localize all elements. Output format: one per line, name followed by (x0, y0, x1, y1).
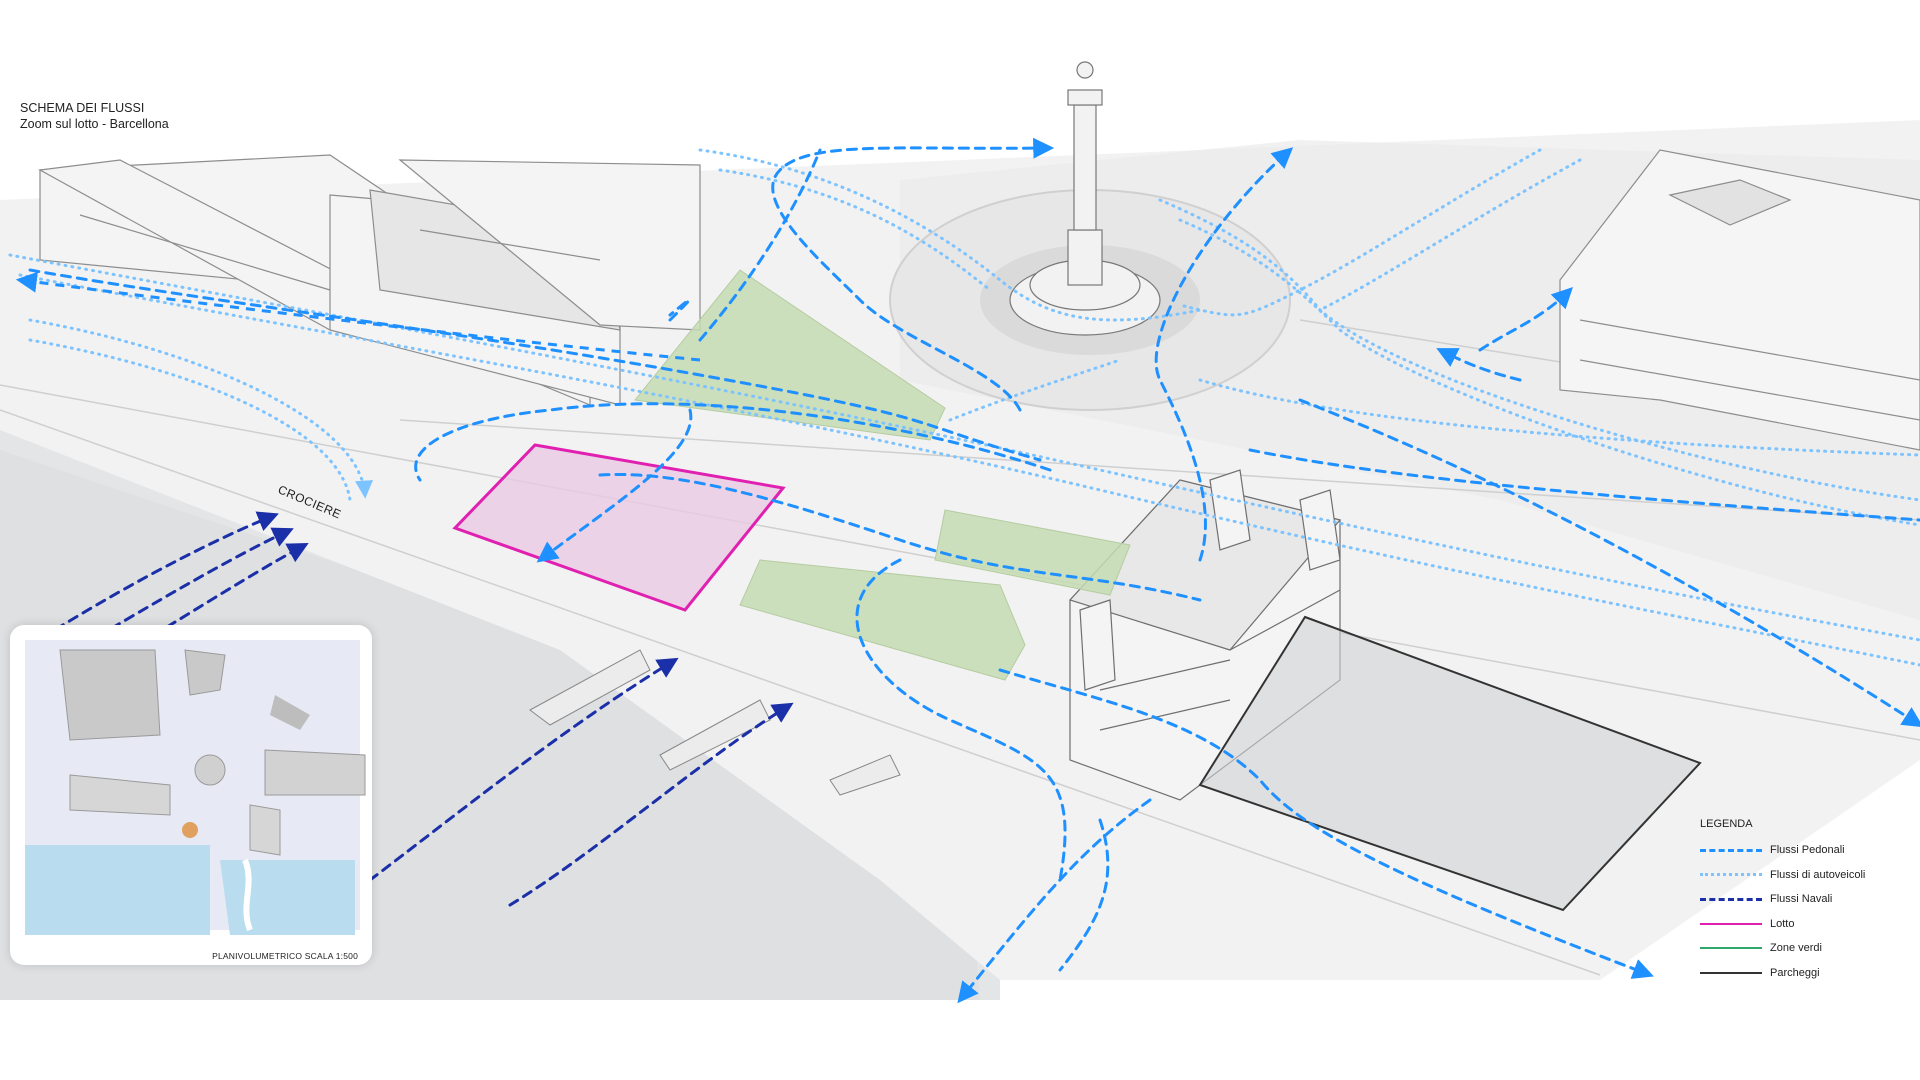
legend-line-green (1700, 947, 1762, 950)
legend-line-pedestrian (1700, 848, 1762, 852)
legend-label: Lotto (1770, 917, 1795, 930)
boats (529, 649, 901, 796)
inset-plan (25, 640, 366, 935)
monument-column (1009, 61, 1161, 336)
diagram-subtitle: Zoom sul lotto - Barcellona (20, 117, 169, 131)
pedestrian-flows (28, 137, 1920, 1004)
inset-caption: PLANIVOLUMETRICO SCALA 1:500 (212, 951, 358, 961)
legend-line-lot (1700, 922, 1762, 925)
legend-item-pedestrian: Flussi Pedonali (1700, 838, 1900, 863)
legend-label: Flussi Navali (1770, 893, 1833, 906)
legend-line-parking (1700, 971, 1762, 974)
legend-label: Zone verdi (1770, 942, 1822, 955)
historic-building (1068, 469, 1342, 801)
legend-item-lot: Lotto (1700, 912, 1900, 937)
legend-line-naval (1700, 897, 1762, 901)
title-block: SCHEMA DEI FLUSSI Zoom sul lotto - Barce… (20, 100, 169, 132)
legend-item-naval: Flussi Navali (1700, 887, 1900, 912)
legend-line-vehicle (1700, 873, 1762, 877)
legend-item-parking: Parcheggi (1700, 961, 1900, 986)
legend: LEGENDA Flussi Pedonali Flussi di autove… (1700, 818, 1900, 985)
legend-label: Parcheggi (1770, 966, 1820, 979)
pedestrian-flow-west (15, 271, 701, 362)
lot-area (452, 443, 786, 612)
inset-map: PLANIVOLUMETRICO SCALA 1:500 (10, 625, 372, 965)
legend-item-vehicle: Flussi di autoveicoli (1700, 863, 1900, 888)
legend-label: Flussi Pedonali (1770, 844, 1845, 857)
legend-item-green: Zone verdi (1700, 936, 1900, 961)
buildings-left (38, 154, 701, 406)
green-zones (634, 269, 1131, 681)
legend-title: LEGENDA (1700, 818, 1753, 830)
parking-area (1198, 615, 1702, 912)
legend-label: Flussi di autoveicoli (1770, 868, 1866, 881)
building-right (1559, 149, 1920, 451)
diagram-title: SCHEMA DEI FLUSSI (20, 101, 145, 115)
vehicle-flows (8, 148, 1920, 667)
